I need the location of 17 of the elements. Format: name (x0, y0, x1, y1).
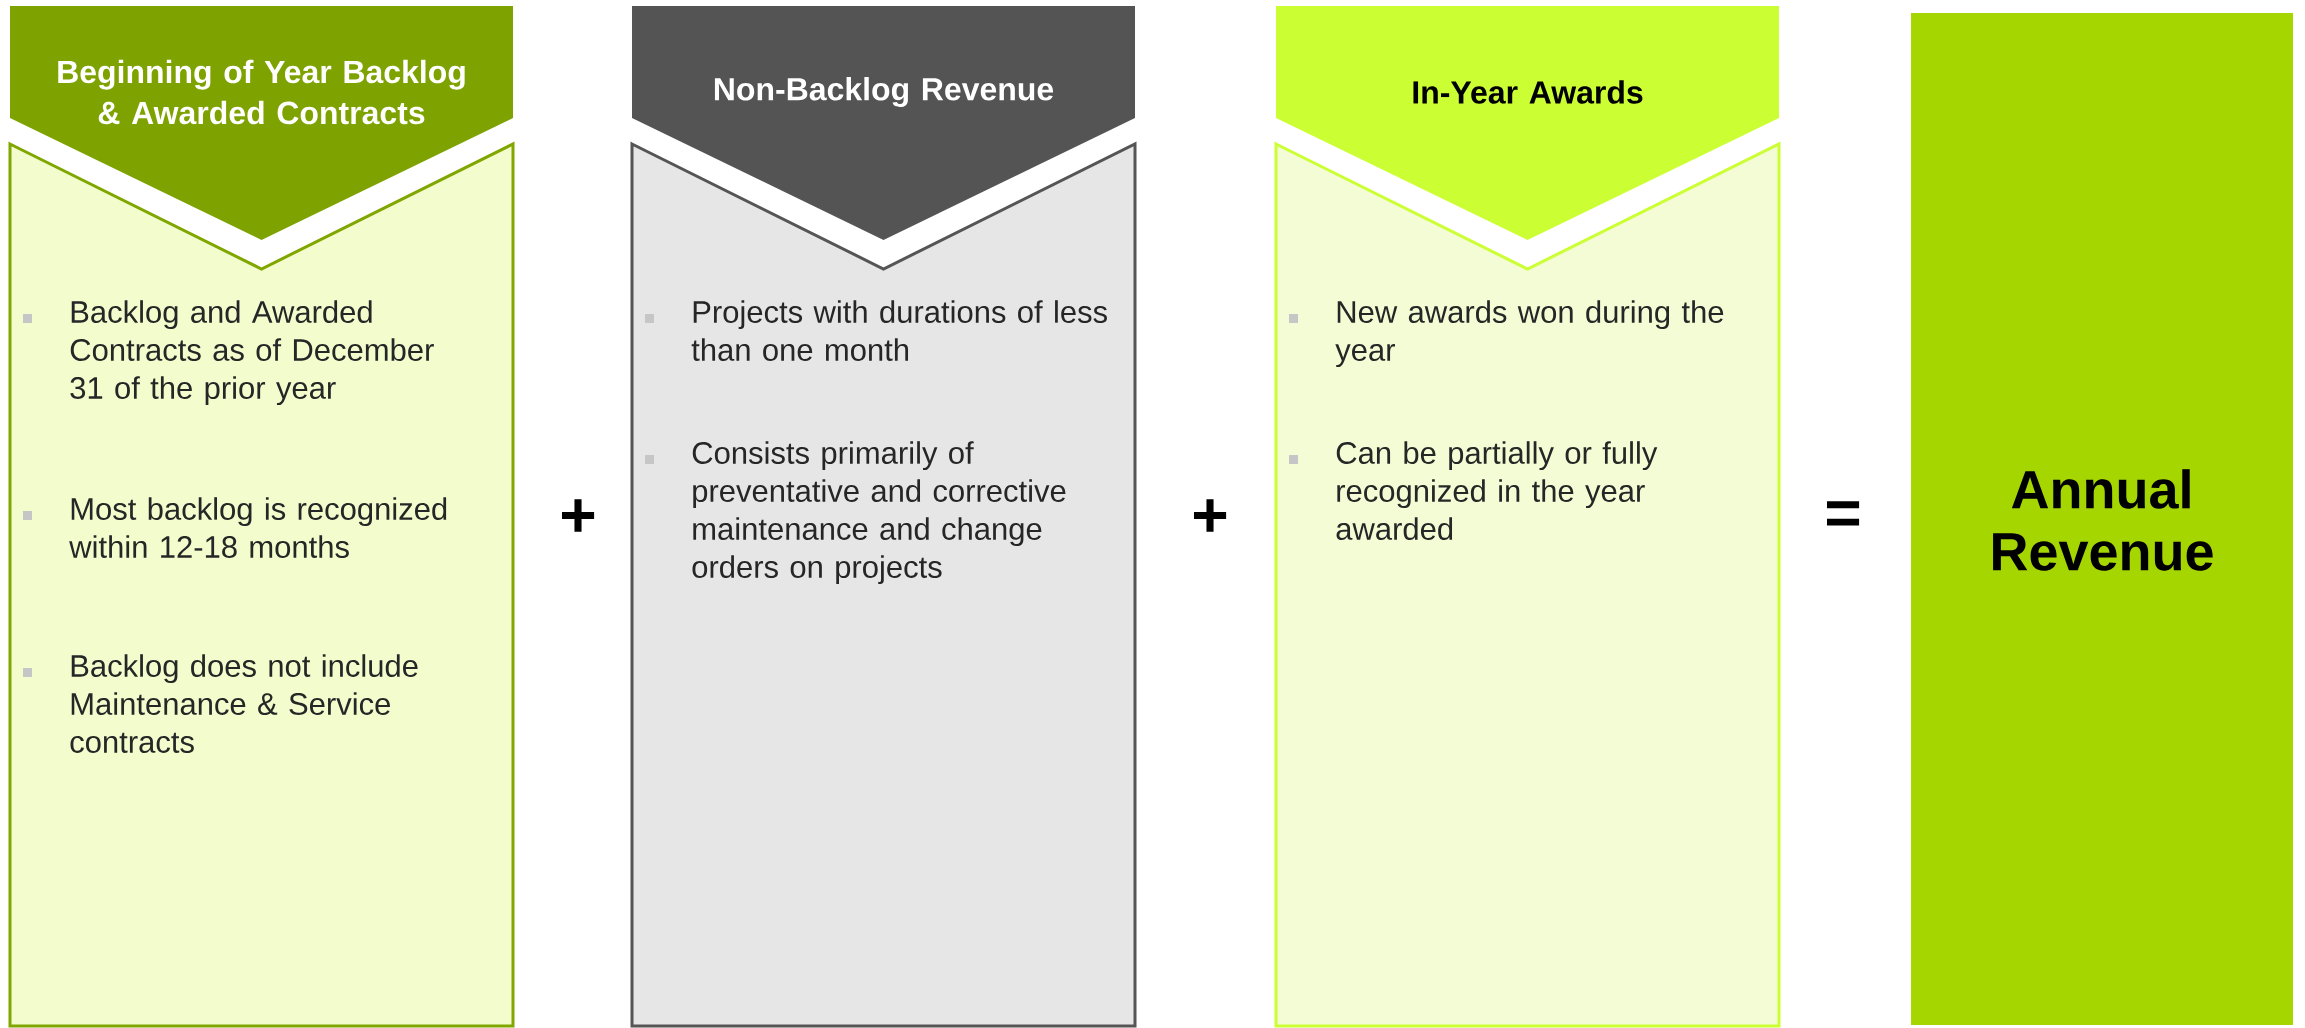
bullet-text: Projects with durations of less than one month (691, 300, 1107, 361)
panel (630, 141, 1137, 1028)
bullet-text: New awards won during the year (1335, 300, 1724, 368)
bullet-text: Can be partially or fully recognized in the year awarded (1336, 441, 1658, 540)
result-box: Annual Revenue (1911, 13, 2294, 1025)
operator-sign: + (562, 499, 595, 532)
header-chevron: In-Year Awards (1276, 6, 1779, 240)
operator-sign: = (1827, 501, 1860, 526)
bullet-text: Consists primarily of preventative and corrective maintenance and change orders on projects (692, 441, 1066, 585)
header-chevron: Beginning of Year Backlog & Awarded Contracts (10, 6, 513, 240)
panel (8, 141, 515, 1028)
operator-sign: + (1194, 499, 1227, 532)
bullet-text: Backlog and Awarded Contracts as of December 31 of the prior year (70, 300, 434, 406)
bullet-text: Backlog does not include Maintenance & Service contracts (70, 654, 418, 753)
panel (1274, 141, 1781, 1028)
header-chevron: Non-Backlog Revenue (632, 6, 1135, 240)
bullet-text: Most backlog is recognized within 12-18 months (69, 497, 447, 558)
